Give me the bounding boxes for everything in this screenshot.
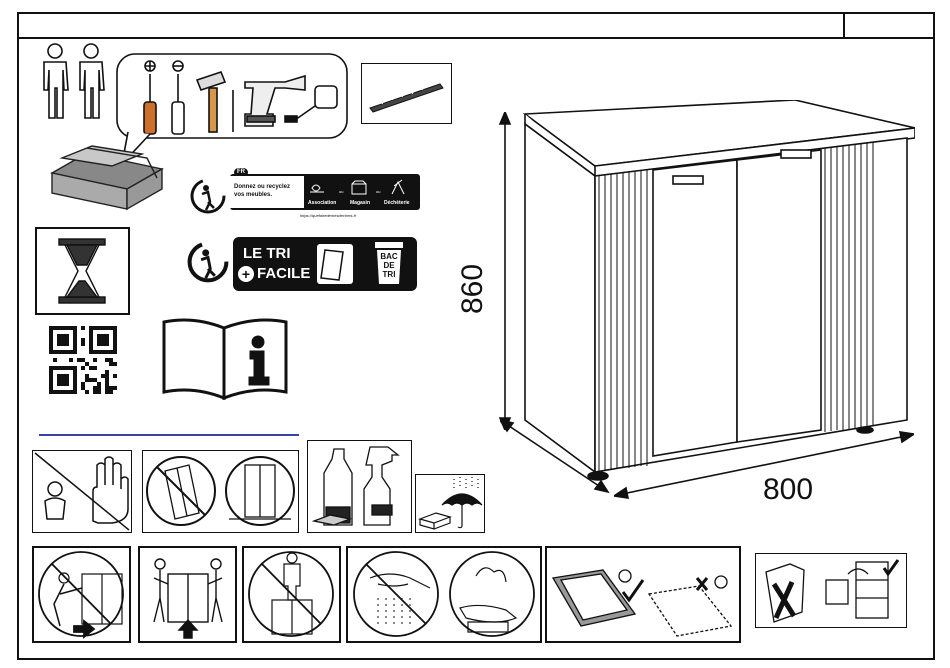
toolbox-icon <box>42 133 167 213</box>
happy-face-icon <box>619 570 631 582</box>
no-push-panel <box>32 546 131 643</box>
left-handle <box>673 176 703 184</box>
cleaning-panel <box>307 440 412 533</box>
two-persons-icon <box>38 42 110 122</box>
tools-bubble <box>115 52 350 142</box>
drill-bit-icon <box>370 84 443 112</box>
paper-icon <box>315 242 355 286</box>
no-child-panel <box>32 450 132 533</box>
header-divider <box>843 12 845 39</box>
bin-text-2: DE <box>379 261 399 270</box>
tri-facile-line1: LE TRI <box>243 245 291 262</box>
dry-cleaning-panel <box>346 546 542 643</box>
manual-info-icon <box>160 318 290 400</box>
recycling-option-association: Association <box>308 200 336 206</box>
depth-dimension-line <box>500 420 610 495</box>
height-dimension-line <box>490 112 520 430</box>
bin-text-3: TRI <box>379 270 399 279</box>
soft-surface-panel <box>545 546 741 643</box>
hourglass-icon <box>59 239 105 303</box>
tri-facile-line2: FACILE <box>257 265 310 282</box>
recycling-line1: Donnez ou recyclez <box>234 184 290 190</box>
recycling-option-icons <box>306 178 426 198</box>
header-band-line <box>17 37 935 39</box>
triman-large-icon <box>185 239 231 285</box>
width-value: 800 <box>763 473 813 507</box>
sad-face-icon <box>715 576 727 588</box>
stability-panel <box>142 450 299 533</box>
bin-text-1: BAC <box>379 252 399 261</box>
recycling-banner: FR Donnez ou recyclez vos meubles. Assoc… <box>188 170 424 225</box>
tri-facile-label: LE TRI + FACILE BAC DE TRI <box>185 237 417 291</box>
qr-code[interactable] <box>49 326 119 394</box>
height-value: 860 <box>456 264 490 314</box>
hourglass-panel <box>35 227 130 315</box>
recycling-url: https://quefairedemesdechets.fr <box>300 213 356 218</box>
triman-icon <box>188 176 228 216</box>
arrow-up-icon <box>179 620 197 638</box>
drill-bit-panel <box>361 63 452 124</box>
umbrella-panel <box>415 474 485 533</box>
packaging-disposal-panel <box>755 553 907 628</box>
umbrella-icon <box>442 494 482 505</box>
blue-separator <box>39 434 299 436</box>
right-handle <box>781 150 811 158</box>
two-person-lift-panel <box>138 546 237 643</box>
rain-drops <box>454 477 478 489</box>
recycling-line2: vos meubles. <box>234 192 272 198</box>
stop-hand-icon <box>93 457 128 523</box>
recycling-option-magasin: Magasin <box>350 200 370 206</box>
recycling-option-decheterie: Déchèterie <box>384 200 410 206</box>
plus-icon: + <box>238 266 254 282</box>
no-stand-panel <box>242 546 341 643</box>
